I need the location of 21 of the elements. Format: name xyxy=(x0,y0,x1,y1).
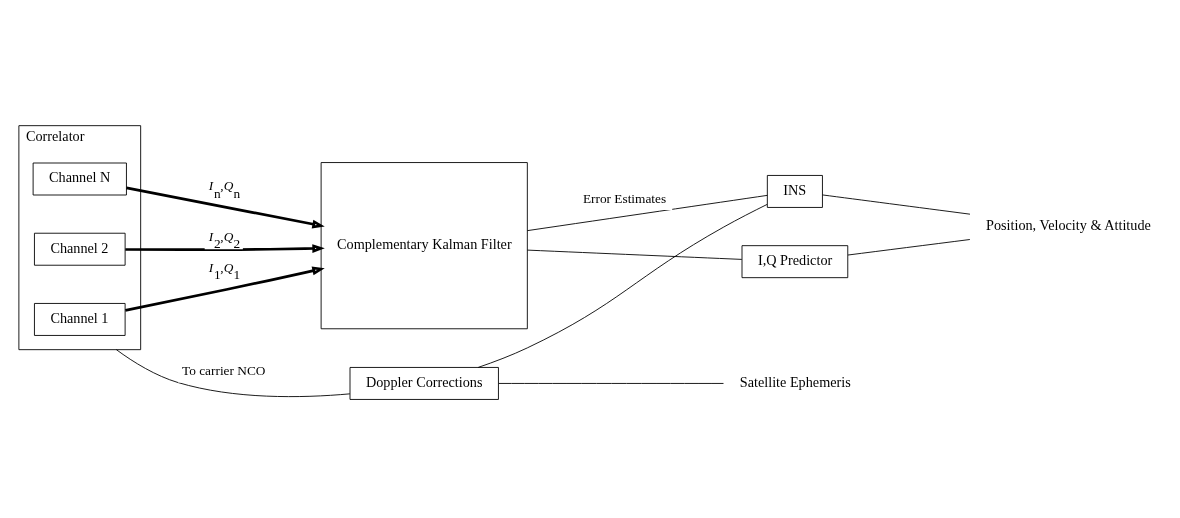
arrow xyxy=(126,186,325,229)
connector xyxy=(822,194,971,215)
node-text: Position, Velocity & Attitude xyxy=(986,217,1151,234)
connector xyxy=(477,204,768,368)
node-box: Channel 2 xyxy=(34,232,126,266)
node-box: Channel N xyxy=(32,162,127,196)
node-box: INS xyxy=(766,175,823,208)
edge-label: To carrier NCO xyxy=(182,363,266,378)
connector xyxy=(526,194,768,232)
connector xyxy=(115,349,351,398)
connector xyxy=(526,249,743,260)
node-box: Doppler Corrections xyxy=(349,367,499,400)
node-text: Satellite Ephemeris xyxy=(739,373,851,390)
node-box: Channel 1 xyxy=(34,303,126,336)
arrow xyxy=(125,266,325,312)
node-box: Complementary Kalman Filter xyxy=(320,162,528,330)
node-box: I,Q Predictor xyxy=(741,245,849,279)
connector xyxy=(847,239,971,256)
arrow xyxy=(125,244,325,253)
connector xyxy=(498,383,724,384)
edge-label: Error Estimates xyxy=(582,190,667,206)
